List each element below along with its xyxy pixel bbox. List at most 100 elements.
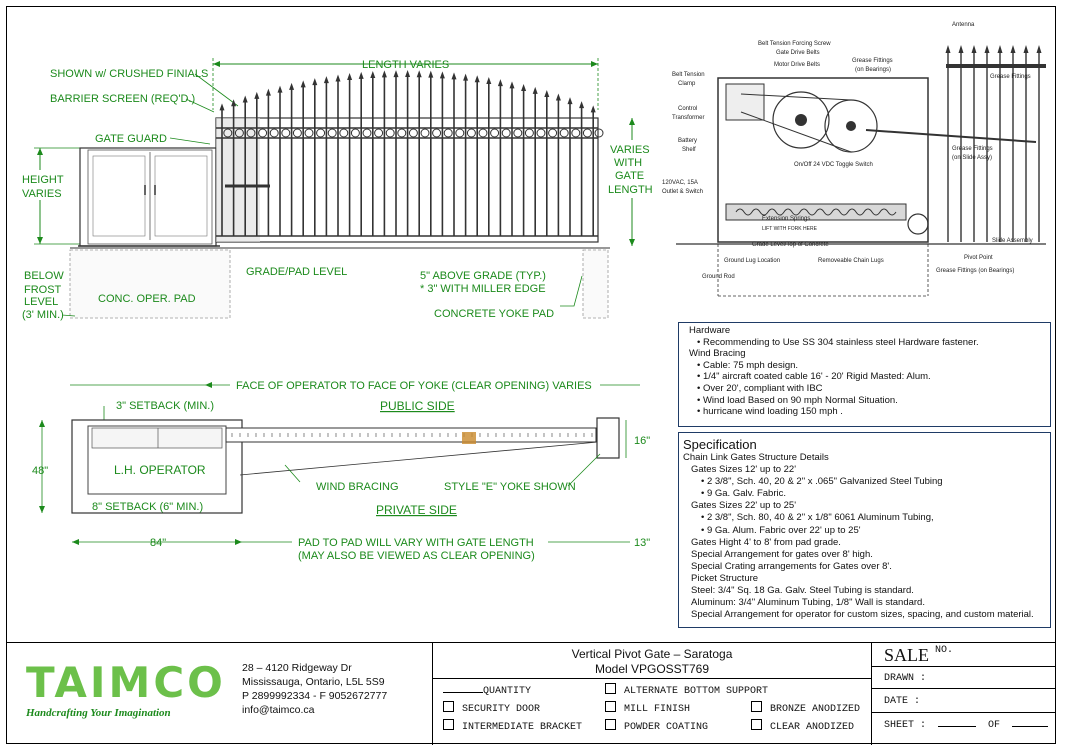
security-door-label: SECURITY DOOR <box>462 704 541 715</box>
picket-finial <box>323 76 329 84</box>
gate-plan-drawing: FACE OF OPERATOR TO FACE OF YOKE (CLEAR … <box>32 378 650 566</box>
detail-picket-finial <box>971 45 977 53</box>
gate-ring <box>455 128 465 138</box>
motor-belts-label: Motor Drive Belts <box>774 62 820 68</box>
spec-line: Gates Sizes 22' up to 25' <box>691 500 797 512</box>
picket-finial <box>509 81 515 89</box>
slide-assembly-label: Slide Assembly <box>992 238 1033 244</box>
gate-ring <box>513 128 523 138</box>
grade-pad-label: GRADE/PAD LEVEL <box>246 266 347 278</box>
gate-ring <box>466 128 476 138</box>
grease-slide-label-1: Grease Fittings <box>952 146 993 152</box>
pad-to-pad-label-1: PAD TO PAD WILL VARY WITH GATE LENGTH <box>298 537 534 549</box>
picket-finial <box>451 72 457 80</box>
picket-finial <box>265 88 271 96</box>
hardware-line: Hardware <box>689 325 731 336</box>
picket-finial <box>370 71 376 79</box>
operator-detail-drawing: Antenna Belt Tension Forcing Screw Gate … <box>662 22 1046 297</box>
spec-line: • 2 3/8", Sch. 80, 40 & 2" x 1/8" 6061 A… <box>701 512 934 524</box>
picket-finial <box>405 70 411 78</box>
intermediate-bracket-label: INTERMEDIATE BRACKET <box>462 722 583 733</box>
crushed-finials-label: SHOWN w/ CRUSHED FINIALS <box>50 68 208 80</box>
above-grade-label-2: * 3" WITH MILLER EDGE <box>420 283 546 295</box>
picket-finial <box>381 70 387 78</box>
powder-coating-checkbox[interactable] <box>605 719 616 730</box>
intermediate-bracket-checkbox[interactable] <box>443 719 454 730</box>
clear-anodized-label: CLEAR ANODIZED <box>770 722 855 733</box>
below-frost-label-4: (3' MIN.) <box>22 309 64 321</box>
grease-slide-label-2: (on Slide Assy) <box>952 155 992 161</box>
hardware-line: • Wind load Based on 90 mph Normal Situa… <box>697 394 898 406</box>
gate-ring <box>524 128 534 138</box>
gate-ring <box>536 128 546 138</box>
varies-label-1: VARIES <box>610 144 650 156</box>
belt-force-label-1: Belt Tension Forcing Screw <box>758 41 831 47</box>
detail-picket-finial <box>958 45 964 53</box>
grade-top-label: Grade Level/Top of Concrete <box>752 242 829 248</box>
spec-line: Special Arrangement for gates over 8' hi… <box>691 548 873 560</box>
outlet-label-1: 120VAC, 15A <box>662 180 698 186</box>
gate-ring <box>385 128 395 138</box>
spec-line: • 9 Ga. Alum. Fabric over 22' up to 25' <box>701 524 861 536</box>
picket-finial <box>277 85 283 93</box>
picket-finial <box>486 77 492 85</box>
concrete-yoke-pad-label: CONCRETE YOKE PAD <box>434 308 554 320</box>
antenna-label: Antenna <box>952 22 975 28</box>
security-door-checkbox[interactable] <box>443 701 454 712</box>
below-frost-label-3: LEVEL <box>24 296 58 308</box>
spec-line: Aluminum: 3/4" Aluminum Tubing, 1/8" Wal… <box>691 597 925 609</box>
picket-finial <box>474 75 480 83</box>
detail-picket-finial <box>1010 45 1016 53</box>
powder-coating-label: POWDER COATING <box>624 722 709 733</box>
operator-label: L.H. OPERATOR <box>114 463 206 477</box>
phone-line: P 2899992334 - F 9052672777 <box>242 690 388 702</box>
setback-8-label: 8" SETBACK (6" MIN.) <box>92 501 203 513</box>
mill-finish-checkbox[interactable] <box>605 701 616 712</box>
gate-ring <box>246 128 256 138</box>
spec-line: Steel: 3/4" Sq. 18 Ga. Galv. Steel Tubin… <box>691 585 914 597</box>
dim-84-label: 84" <box>150 537 166 549</box>
picket-finial <box>428 70 434 78</box>
title-block: TAIMCO Handcrafting Your Imagination 28 … <box>6 642 1056 745</box>
hardware-line: Wind Bracing <box>689 348 746 360</box>
logo-wordmark: TAIMCO <box>26 658 226 707</box>
pad-to-pad-label-2: (MAY ALSO BE VIEWED AS CLEAR OPENING) <box>298 550 535 562</box>
spec-line: Gates Hight 4' to 8' from pad grade. <box>691 536 841 548</box>
alternate-bottom-checkbox[interactable] <box>605 683 616 694</box>
hardware-notes-box: Hardware • Recommending to Use SS 304 st… <box>678 322 1051 427</box>
gate-ring <box>559 128 569 138</box>
detail-picket-finial <box>1023 45 1029 53</box>
gate-ring <box>269 128 279 138</box>
gate-guard-label: GATE GUARD <box>95 133 167 145</box>
gate-ring <box>501 128 511 138</box>
hardware-line: • hurricane wind loading 150 mph . <box>697 406 843 418</box>
below-frost-label-1: BELOW <box>24 270 64 282</box>
mill-finish-label: MILL FINISH <box>624 704 691 715</box>
pivot-point-label: Pivot Point <box>964 255 993 261</box>
gate-ring <box>339 128 349 138</box>
bronze-anodized-checkbox[interactable] <box>751 701 762 712</box>
gate-ring <box>281 128 291 138</box>
detail-picket-finial <box>997 45 1003 53</box>
spec-line: Gates Sizes 12' up to 22' <box>691 464 797 476</box>
hardware-line: • Cable: 75 mph design. <box>697 359 799 371</box>
gate-ring <box>478 128 488 138</box>
picket-finial <box>579 101 585 109</box>
chain-lugs-label: Removeable Chain Lugs <box>818 258 884 264</box>
company-address: 28 – 4120 Ridgeway Dr Mississauga, Ontar… <box>242 661 387 717</box>
gate-ring <box>582 128 592 138</box>
picket-finial <box>312 78 318 86</box>
belt-force-label-2: Gate Drive Belts <box>776 50 820 56</box>
dim-13-label: 13" <box>634 537 650 549</box>
clear-anodized-checkbox[interactable] <box>751 719 762 730</box>
spec-line: Special Arrangement for operator for cus… <box>691 609 1034 621</box>
picket-finial <box>219 103 225 111</box>
battery-label-1: Battery <box>678 138 697 144</box>
sheet-label: SHEET : <box>884 720 927 731</box>
gate-ring <box>443 128 453 138</box>
spec-line: Special Crating arrangements for Gates o… <box>691 560 892 572</box>
gate-ring <box>327 128 337 138</box>
sale-label: SALE <box>884 645 929 665</box>
grease-bearings-label-2: (on Bearings) <box>855 67 891 73</box>
picket-finial <box>335 74 341 82</box>
